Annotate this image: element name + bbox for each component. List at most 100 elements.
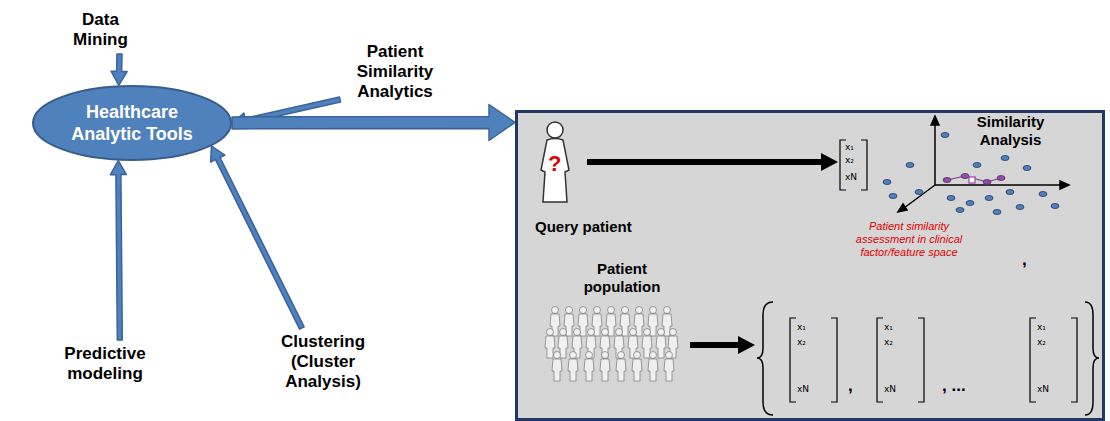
axis-head — [931, 116, 939, 125]
crowd-person — [600, 352, 610, 382]
brace-left — [757, 302, 773, 415]
vector-entry: x₁ — [797, 322, 806, 332]
bracket-left — [1030, 318, 1036, 402]
tool-label: Predictive modeling — [55, 340, 155, 388]
vector-entry: x₂ — [845, 155, 854, 165]
patient-dot — [883, 180, 891, 185]
crowd-person — [664, 352, 674, 382]
patient-dot — [966, 201, 974, 206]
crowd-person — [632, 352, 642, 382]
crowd-person — [552, 352, 562, 382]
vector-entry: x₁ — [884, 322, 893, 332]
query-person-figure — [541, 122, 569, 202]
arrow-head — [821, 153, 838, 171]
patient-dot — [973, 163, 981, 168]
block-arrow — [232, 105, 515, 141]
similar-dot — [983, 180, 991, 185]
vector-entry: x₂ — [1037, 337, 1046, 347]
feature-space-axes — [898, 116, 1069, 212]
person-head — [547, 122, 563, 138]
bracket-left — [790, 318, 796, 402]
panel-heading: Similarity Analysis — [958, 113, 1063, 149]
similarity-link — [947, 176, 1001, 182]
node-text: Healthcare Analytic Tools — [57, 101, 207, 145]
arrow-shaft — [690, 342, 740, 348]
bracket-right — [861, 140, 867, 190]
crowd-person — [648, 352, 658, 382]
axis-head — [1060, 181, 1069, 189]
bracket-right — [831, 318, 837, 402]
vector-entry: xN — [1037, 384, 1049, 394]
patient-dot — [1016, 205, 1024, 210]
set-braces — [757, 302, 1099, 415]
panel-caption: Patient population — [572, 260, 672, 296]
tool-label: Data Mining — [58, 6, 143, 54]
vector-entry: x₁ — [845, 142, 854, 152]
separator-comma: , — [1022, 250, 1027, 270]
vector-entry: x₂ — [797, 337, 806, 347]
separator-ellipsis: , ... — [942, 376, 966, 396]
patient-dot — [889, 194, 897, 199]
bracket-left — [877, 318, 883, 402]
question-mark: ? — [548, 152, 561, 176]
node-text: Clustering (Cluster Analysis) — [272, 332, 374, 392]
node-text: Patient Similarity Analytics — [344, 42, 446, 102]
patient-dot — [915, 190, 923, 195]
axis-line — [904, 185, 935, 208]
tool-label: Patient Similarity Analytics — [340, 38, 450, 106]
patient-dot — [1039, 192, 1047, 197]
vector-entry: x₁ — [1037, 322, 1046, 332]
ellipse-shape — [33, 86, 231, 160]
patient-dot — [956, 208, 964, 213]
connector-arrow — [211, 146, 305, 329]
node-text: Data Mining — [62, 10, 139, 50]
crowd-person — [568, 352, 578, 382]
separator-comma: , — [848, 376, 853, 396]
vector-entry: xN — [845, 172, 857, 182]
similar-patients — [943, 174, 1005, 185]
patient-dot — [941, 133, 949, 138]
axis-line — [935, 184, 1061, 186]
similar-dot — [961, 174, 969, 179]
crowd-figure — [545, 307, 678, 382]
brace-right — [1085, 302, 1099, 415]
population-vector-brackets — [790, 318, 1077, 402]
plot-note: Patient similarity assessment in clinica… — [845, 220, 973, 259]
patient-dot — [1001, 156, 1009, 161]
patient-dot — [993, 210, 1001, 215]
query-arrow — [587, 153, 838, 171]
similar-dot — [997, 176, 1005, 181]
bracket-right — [918, 318, 924, 402]
axis-line — [934, 124, 936, 185]
population-arrow — [690, 336, 755, 354]
vector-entry: xN — [884, 384, 896, 394]
query-vector-bracket — [840, 140, 867, 190]
similar-dot — [943, 178, 951, 183]
query-marker — [969, 177, 975, 183]
similarity-panel: Query patient Similarity AnalysisPatient … — [515, 110, 1105, 421]
ellipse-outline — [32, 85, 232, 161]
patient-dot — [947, 196, 955, 201]
tool-label: Clustering (Cluster Analysis) — [268, 328, 378, 396]
connector-arrow — [111, 54, 127, 85]
vector-entry: xN — [797, 384, 809, 394]
crowd-person — [616, 352, 626, 382]
patient-dot — [906, 163, 914, 168]
patient-dot — [1006, 190, 1014, 195]
crowd-person — [656, 329, 666, 359]
person-body — [541, 139, 569, 203]
panel-caption: Query patient — [535, 218, 632, 236]
bracket-right — [1071, 318, 1077, 402]
connector-arrow — [110, 161, 126, 340]
node-text: Predictive modeling — [59, 344, 151, 384]
arrow-shaft — [587, 159, 823, 165]
vector-entry: x₂ — [884, 337, 893, 347]
axis-head — [898, 204, 907, 212]
crowd-person — [584, 352, 594, 382]
arrow-head — [738, 336, 755, 354]
patient-dot — [1051, 204, 1059, 209]
patient-dot — [1023, 166, 1031, 171]
patient-dot — [985, 196, 993, 201]
hub-ellipse: Healthcare Analytic Tools — [32, 85, 232, 161]
